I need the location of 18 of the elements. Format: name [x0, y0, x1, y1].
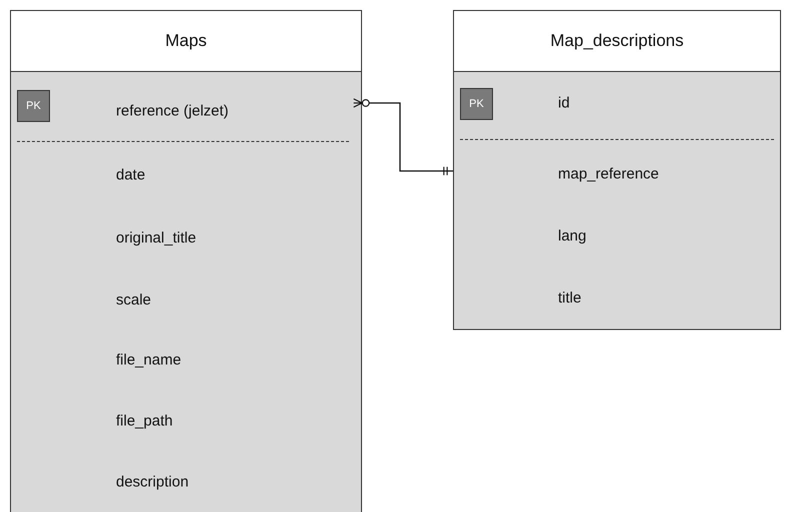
- field-name: reference (jelzet): [116, 102, 229, 120]
- relationship-connector: [353, 98, 453, 176]
- field-name: file_path: [116, 412, 173, 430]
- field-name: date: [116, 166, 146, 184]
- primary-key-badge: PK: [17, 90, 50, 122]
- primary-key-badge: PK: [460, 88, 493, 120]
- field-name: description: [116, 474, 189, 490]
- table-title: Maps: [164, 31, 208, 51]
- field-name: scale: [116, 292, 152, 308]
- field-name: id: [558, 94, 570, 112]
- field-name: title: [558, 290, 582, 306]
- field-name: lang: [558, 228, 586, 244]
- entity-table: [453, 10, 781, 330]
- table-title: Map_descriptions: [549, 31, 685, 51]
- field-name: map_reference: [558, 166, 659, 182]
- field-name: original_title: [116, 230, 196, 246]
- entity-table: [10, 10, 362, 512]
- field-name: file_name: [116, 352, 182, 368]
